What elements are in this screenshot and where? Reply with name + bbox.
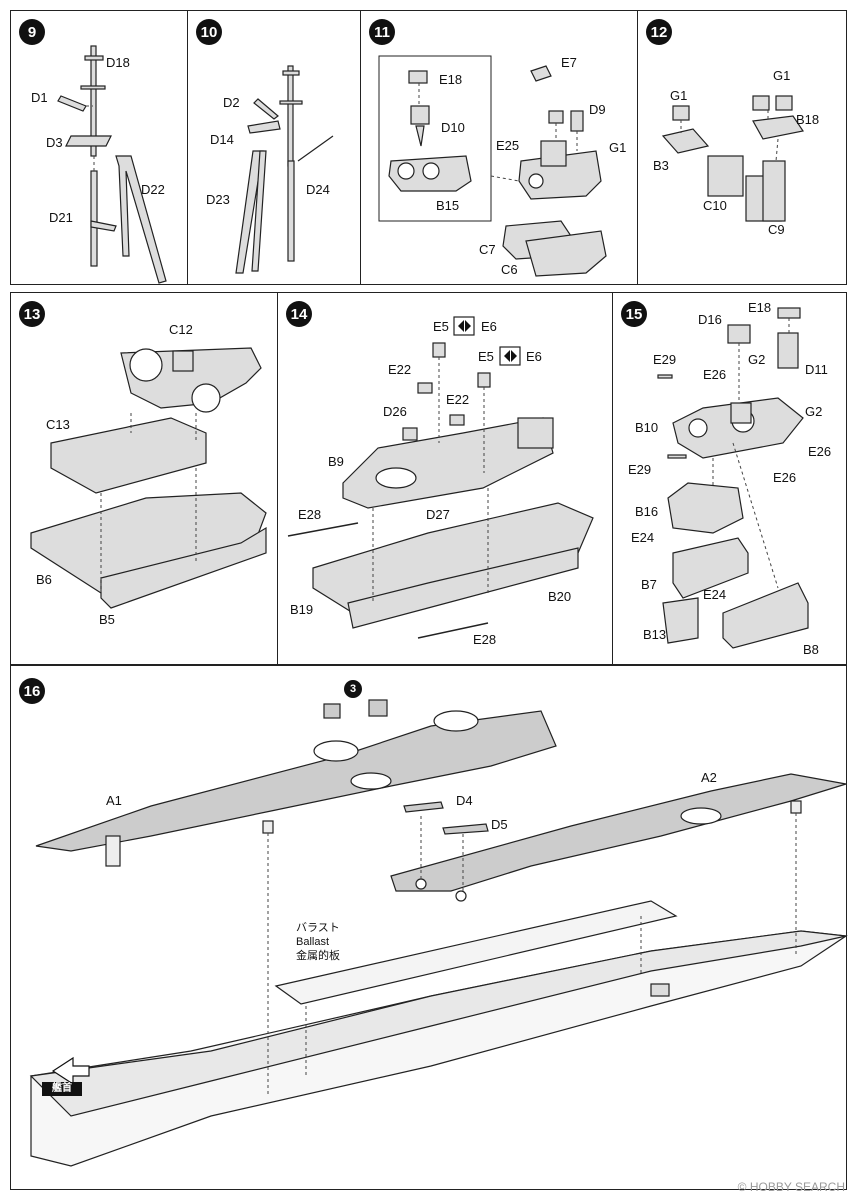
watermark-prefix: © bbox=[737, 1180, 747, 1194]
label-d9: D9 bbox=[589, 102, 606, 117]
label-d22: D22 bbox=[141, 182, 165, 197]
label-e28-b: E28 bbox=[473, 632, 497, 647]
watermark-brand: HOBBY SEARCH bbox=[749, 1180, 845, 1194]
label-e26-b: E26 bbox=[808, 444, 832, 459]
ballast-label-jp: バラスト bbox=[296, 922, 340, 934]
label-c12: C12 bbox=[169, 322, 193, 337]
label-e24-a: E24 bbox=[631, 530, 655, 545]
label-b15: B15 bbox=[436, 198, 460, 213]
step-10-badge: 10 bbox=[196, 19, 222, 45]
label-d21: D21 bbox=[49, 210, 73, 225]
label-d10: D10 bbox=[441, 120, 465, 135]
step-12-badge: 12 bbox=[646, 19, 672, 45]
label-e22-b: E22 bbox=[446, 392, 470, 407]
label-b9: B9 bbox=[328, 454, 344, 469]
step-15-drawing bbox=[657, 307, 809, 649]
label-d16: D16 bbox=[698, 312, 722, 327]
step-12-drawing bbox=[661, 95, 804, 222]
label-b18: B18 bbox=[796, 112, 820, 127]
step-15-panel: 15 E18 D16 D11 E29 G2 E26 B10 G2 E26 bbox=[612, 292, 847, 665]
step-9-badge: 9 bbox=[19, 19, 45, 45]
step-13-drawing bbox=[30, 347, 267, 609]
label-e29-a: E29 bbox=[653, 352, 677, 367]
step-13-badge: 13 bbox=[19, 301, 45, 327]
label-c6: C6 bbox=[501, 262, 518, 277]
label-c7: C7 bbox=[479, 242, 496, 257]
label-b20: B20 bbox=[548, 589, 572, 604]
step-16-drawing bbox=[29, 699, 848, 1167]
ref-step-3-badge: 3 bbox=[344, 680, 362, 698]
bow-label: 艦首 bbox=[42, 1082, 82, 1096]
step-9-drawing bbox=[57, 45, 167, 284]
label-d27: D27 bbox=[426, 507, 450, 522]
label-e26-c: E26 bbox=[773, 470, 797, 485]
step-15-badge: 15 bbox=[621, 301, 647, 327]
label-d4: D4 bbox=[456, 793, 473, 808]
label-d24: D24 bbox=[306, 182, 330, 197]
label-d14: D14 bbox=[210, 132, 234, 147]
label-g2-a: G2 bbox=[748, 352, 766, 367]
label-d23: D23 bbox=[206, 192, 230, 207]
label-g1-a: G1 bbox=[670, 88, 688, 103]
label-d3: D3 bbox=[46, 135, 63, 150]
label-a1: A1 bbox=[106, 793, 122, 808]
step-10-drawing bbox=[235, 65, 334, 274]
step-11-badge: 11 bbox=[369, 19, 395, 45]
step-16-badge: 16 bbox=[19, 678, 45, 704]
label-b7: B7 bbox=[641, 577, 657, 592]
label-b13: B13 bbox=[643, 627, 667, 642]
label-d11: D11 bbox=[805, 362, 828, 377]
label-b10: B10 bbox=[635, 420, 659, 435]
label-d26: D26 bbox=[383, 404, 407, 419]
step-16-panel: 16 bbox=[10, 665, 848, 1190]
step-14-drawing bbox=[287, 316, 594, 639]
ballast-label-en: Ballast bbox=[296, 936, 330, 948]
label-g2-b: G2 bbox=[805, 404, 823, 419]
step-11-drawing bbox=[378, 55, 607, 277]
watermark: © HOBBY SEARCH bbox=[738, 1180, 845, 1194]
label-e5-b: E5 bbox=[478, 349, 494, 364]
label-e6-a: E6 bbox=[481, 319, 497, 334]
label-e5-a: E5 bbox=[433, 319, 449, 334]
label-d18: D18 bbox=[106, 55, 130, 70]
label-b16: B16 bbox=[635, 504, 659, 519]
label-e18: E18 bbox=[439, 72, 463, 87]
label-b6: B6 bbox=[36, 572, 52, 587]
step-12-panel: 12 G1 G1 B18 B3 C10 C9 bbox=[637, 10, 847, 285]
label-g1-b: G1 bbox=[773, 68, 791, 83]
step-13-panel: 13 C12 C13 B6 B5 bbox=[10, 292, 278, 665]
step-10-panel: 10 D2 D14 D23 D24 bbox=[187, 10, 361, 285]
label-e7: E7 bbox=[561, 55, 577, 70]
label-e18: E18 bbox=[748, 300, 772, 315]
label-g1: G1 bbox=[609, 140, 627, 155]
label-b19: B19 bbox=[290, 602, 314, 617]
label-e24-b: E24 bbox=[703, 587, 727, 602]
label-b8: B8 bbox=[803, 642, 819, 657]
label-e28-a: E28 bbox=[298, 507, 322, 522]
label-b5: B5 bbox=[99, 612, 115, 627]
label-a2: A2 bbox=[701, 770, 717, 785]
label-c13: C13 bbox=[46, 417, 70, 432]
ballast-label-cn: 金属的板 bbox=[296, 950, 340, 962]
label-e26-a: E26 bbox=[703, 367, 727, 382]
step-9-panel: 9 D18 D1 D3 D22 D21 bbox=[10, 10, 188, 285]
step-14-panel: 14 bbox=[277, 292, 613, 665]
label-d5: D5 bbox=[491, 817, 508, 832]
label-c10: C10 bbox=[703, 198, 727, 213]
label-e22-a: E22 bbox=[388, 362, 412, 377]
label-c9: C9 bbox=[768, 222, 785, 237]
label-b3: B3 bbox=[653, 158, 669, 173]
label-d2: D2 bbox=[223, 95, 240, 110]
label-d1: D1 bbox=[31, 90, 48, 105]
step-14-badge: 14 bbox=[286, 301, 312, 327]
step-11-panel: 11 E18 D10 B15 E7 D9 E25 G1 bbox=[360, 10, 638, 285]
label-e25: E25 bbox=[496, 138, 520, 153]
label-e6-b: E6 bbox=[526, 349, 542, 364]
label-e29-b: E29 bbox=[628, 462, 652, 477]
